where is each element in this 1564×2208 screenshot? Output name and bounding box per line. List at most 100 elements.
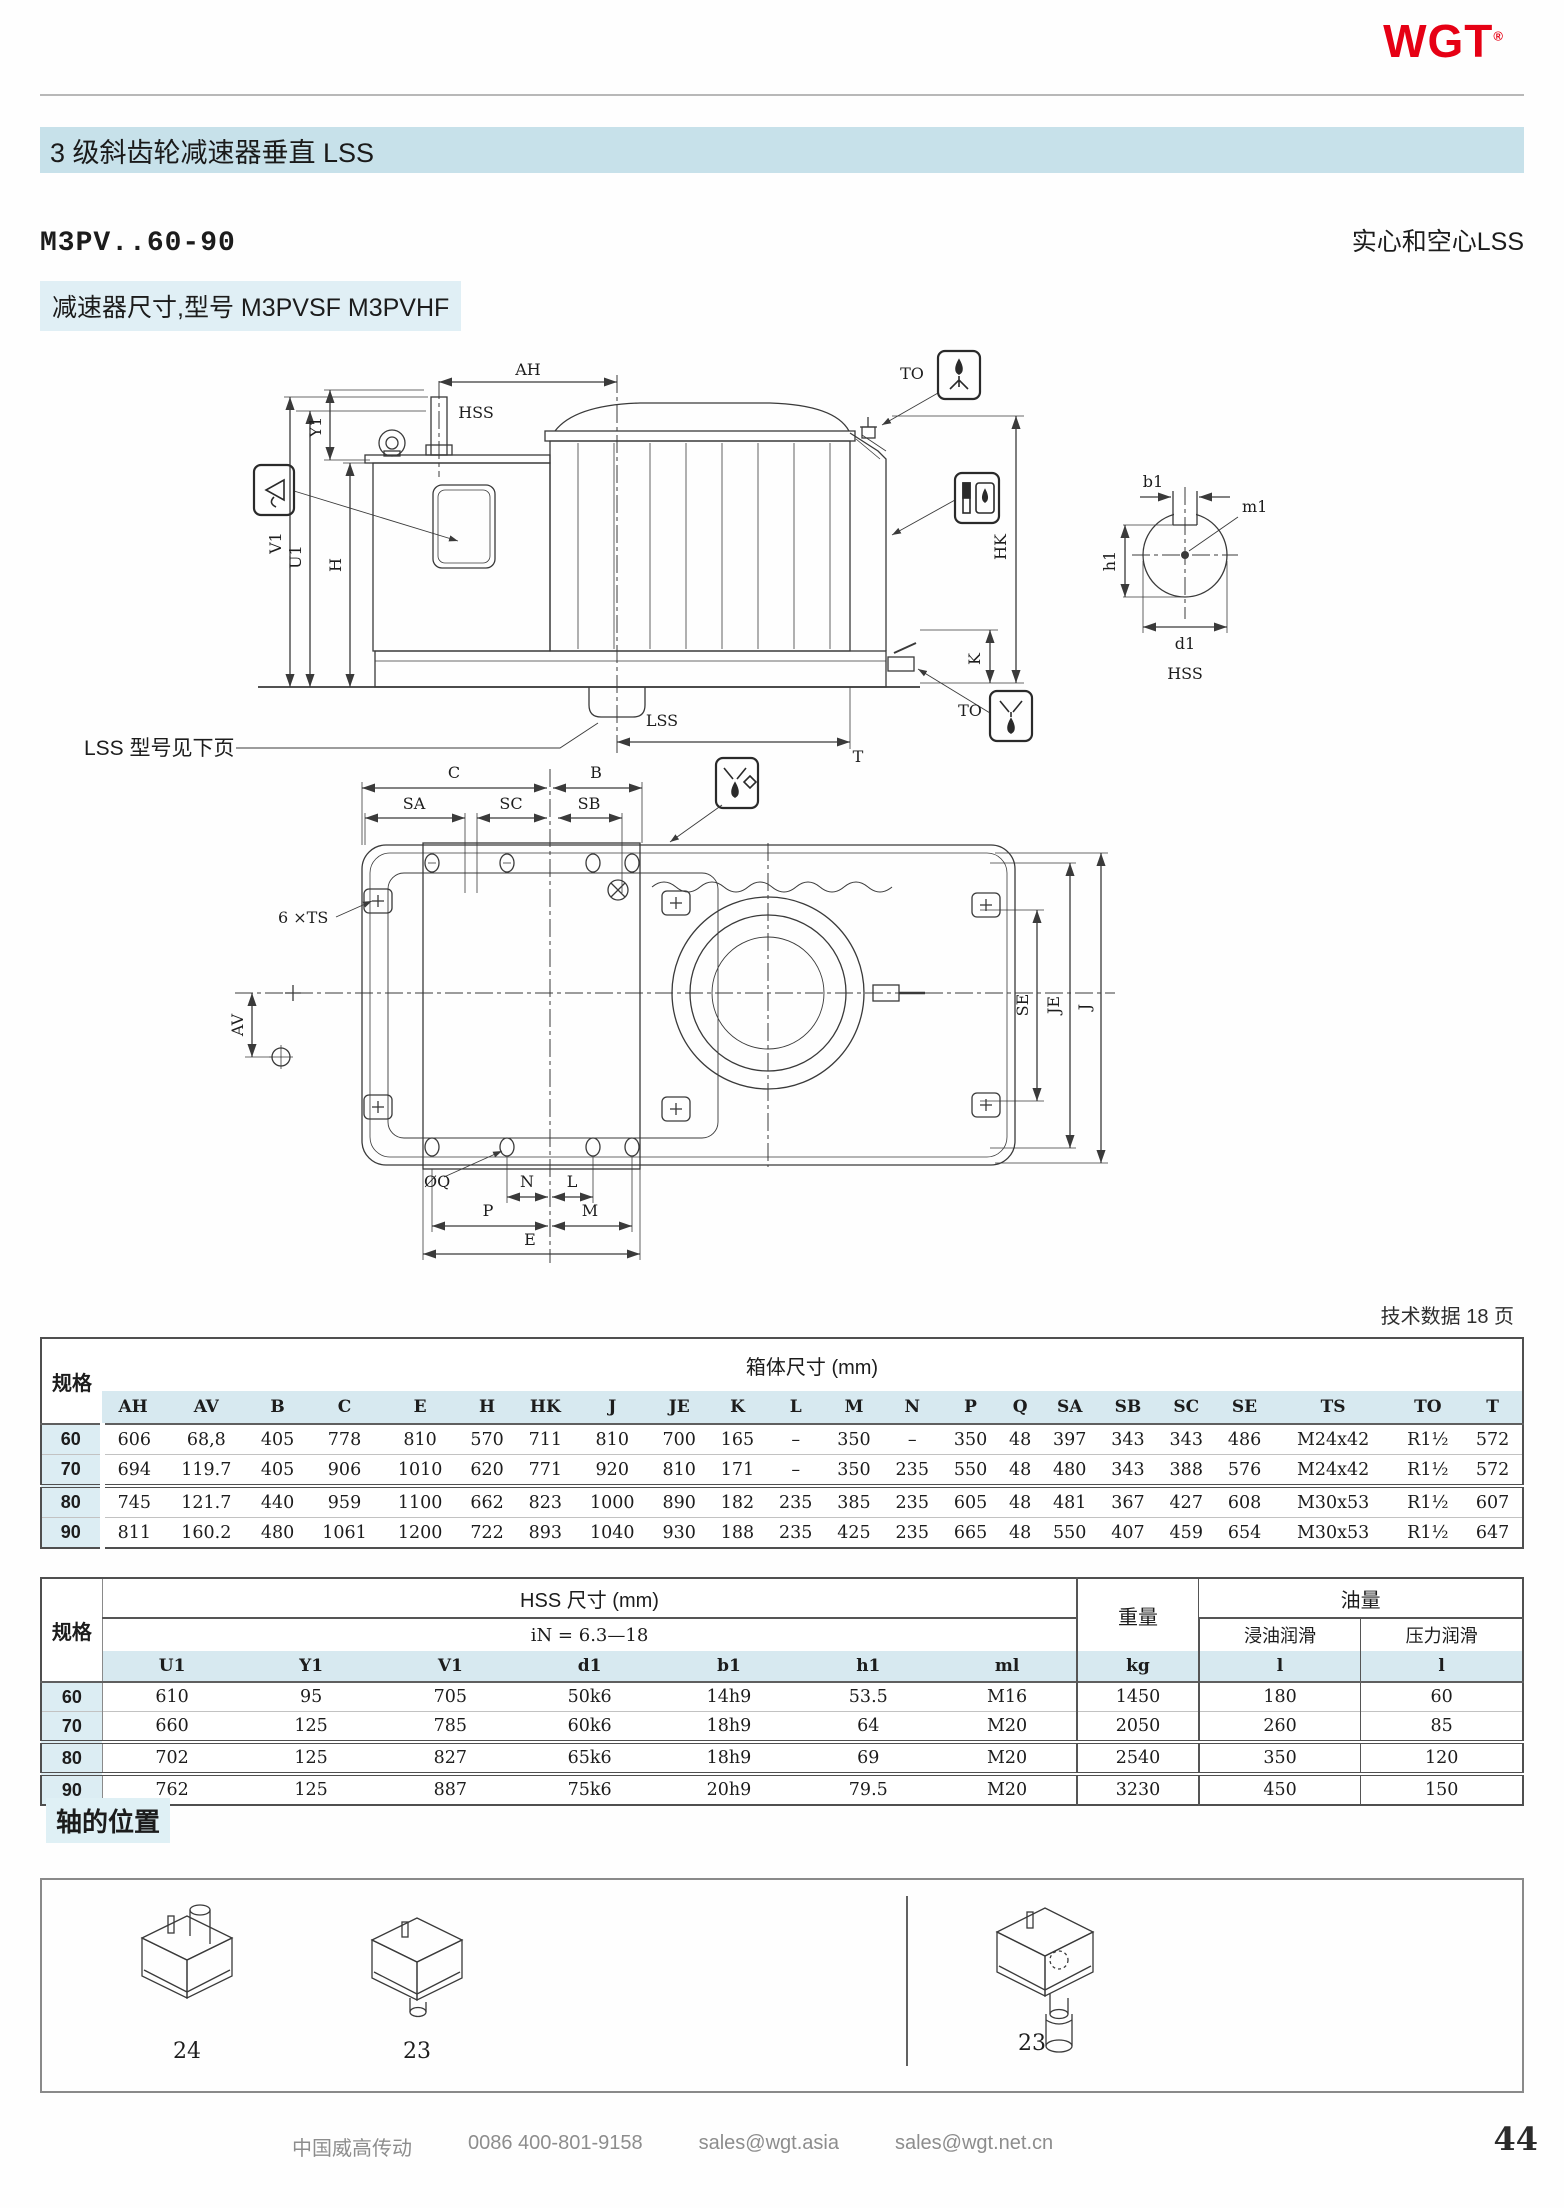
table-cell: K xyxy=(708,1391,767,1424)
table-cell: R1½ xyxy=(1392,1484,1464,1518)
shaft-position-23-hollow-figure xyxy=(995,1907,1095,2053)
page-footer: 中国威高传动 0086 400-801-9158 sales@wgt.asia … xyxy=(292,2132,1053,2161)
table-cell: B xyxy=(248,1391,307,1424)
dim-label-HSS: HSS xyxy=(458,403,494,422)
table-cell: 810 xyxy=(595,1429,629,1450)
table-cell: 121.7 xyxy=(164,1484,249,1518)
dim-label-E: E xyxy=(524,1230,536,1249)
spec-column-header: 规格 xyxy=(41,1578,103,1682)
oil-level-plug-icon xyxy=(953,471,1001,525)
table-cell: 53.5 xyxy=(848,1687,888,1707)
table-cell: 18h9 xyxy=(659,1740,799,1774)
table-cell: 605 xyxy=(941,1484,1000,1518)
table-cell: 260 xyxy=(1197,1711,1361,1742)
footer-email-net[interactable]: sales@wgt.net.cn xyxy=(894,2132,1054,2154)
table-cell: V1 xyxy=(380,1651,520,1682)
spec-cell: 70 xyxy=(41,1711,103,1742)
table-cell: 235 xyxy=(883,1454,942,1486)
dim-label-Q: ØQ xyxy=(424,1172,450,1191)
table-cell: 660 xyxy=(102,1711,242,1742)
model-range: M3PV..60-90 xyxy=(40,228,236,259)
table-cell: 620 xyxy=(457,1454,517,1486)
dim-label-d1: d1 xyxy=(1175,634,1195,653)
hss-group-header: HSS 尺寸 (mm) xyxy=(102,1578,1078,1619)
dim-label-SE: SE xyxy=(1013,994,1032,1017)
dim-label-m1: m1 xyxy=(1242,497,1267,516)
table-cell: 367 xyxy=(1098,1484,1158,1518)
table-cell: 827 xyxy=(380,1740,520,1774)
dim-label-U1: U1 xyxy=(286,545,305,569)
table-cell: 397 xyxy=(1053,1429,1087,1450)
table-cell: ml xyxy=(937,1651,1078,1682)
table-cell: M20 xyxy=(937,1772,1078,1805)
dim-label-B: B xyxy=(590,763,602,782)
section-title: 3 级斜齿轮减速器垂直 LSS xyxy=(50,137,375,168)
shaft-positions-title: 轴的位置 xyxy=(46,1798,171,1843)
shaft-position-24-figure xyxy=(140,1904,234,2000)
table-cell: 235 xyxy=(766,1517,825,1548)
table-cell: 235 xyxy=(883,1484,942,1518)
table-cell: R1½ xyxy=(1392,1517,1464,1548)
table-cell: M24x42 xyxy=(1273,1454,1393,1486)
dim-label-H: H xyxy=(326,558,345,572)
table-cell: 662 xyxy=(457,1484,517,1518)
shaft-position-23-figure xyxy=(370,1917,464,2018)
table-cell: 343 xyxy=(1111,1429,1145,1450)
table-cell: l xyxy=(1360,1651,1523,1682)
table-cell: 654 xyxy=(1215,1517,1274,1548)
table-cell: 180 xyxy=(1197,1682,1361,1712)
table-cell: 50k6 xyxy=(567,1687,612,1707)
hss-dimensions-table-wrap: 规格 HSS 尺寸 (mm) 重量 油量 iN = 6.3—18 浸油润滑 压力… xyxy=(40,1577,1524,1806)
spec-cell: 80 xyxy=(41,1740,103,1774)
table-cell: 722 xyxy=(457,1517,517,1548)
table-cell: 14h9 xyxy=(706,1687,752,1707)
table-cell: 2540 xyxy=(1076,1740,1199,1774)
table-cell: TO xyxy=(1392,1391,1464,1424)
table-cell: 95 xyxy=(299,1687,323,1707)
table-cell: C xyxy=(306,1391,383,1424)
table-cell: 425 xyxy=(824,1517,884,1548)
table-cell: 550 xyxy=(941,1454,1000,1486)
table-cell: M30x53 xyxy=(1273,1484,1393,1518)
footer-phone: 0086 400-801-9158 xyxy=(468,2132,643,2154)
table-cell: 79.5 xyxy=(798,1772,938,1805)
dim-label-JE: JE xyxy=(1044,996,1063,1016)
table-cell: 570 xyxy=(470,1429,504,1450)
table-cell: 405 xyxy=(248,1454,307,1486)
table-cell: 572 xyxy=(1475,1429,1510,1450)
table-cell: l xyxy=(1197,1651,1361,1682)
table-cell: JE xyxy=(650,1391,709,1424)
table-cell: M30x53 xyxy=(1273,1517,1393,1548)
wgt-logo: WGT® xyxy=(1383,14,1504,68)
table-cell: 607 xyxy=(1463,1484,1523,1518)
table-cell: HK xyxy=(516,1391,575,1424)
table-cell: SE xyxy=(1215,1391,1274,1424)
table-cell: 906 xyxy=(306,1454,383,1486)
table-cell: 920 xyxy=(574,1454,651,1486)
table-cell: 665 xyxy=(941,1517,1000,1548)
table-cell: 75k6 xyxy=(519,1772,660,1805)
spec-cell: 70 xyxy=(41,1454,105,1486)
dim-label-SA: SA xyxy=(403,794,426,813)
footer-email-asia[interactable]: sales@wgt.asia xyxy=(698,2132,839,2154)
table-cell: M16 xyxy=(987,1687,1028,1707)
table-cell: L xyxy=(766,1391,825,1424)
table-cell: 610 xyxy=(155,1687,189,1707)
table-cell: AV xyxy=(164,1391,249,1424)
table-cell: 694 xyxy=(102,1454,165,1486)
table-cell: 343 xyxy=(1098,1454,1158,1486)
table-cell: 150 xyxy=(1360,1772,1523,1805)
table-cell: N xyxy=(883,1391,942,1424)
header-divider xyxy=(40,94,1524,96)
weight-header: 重量 xyxy=(1076,1578,1199,1651)
table-cell: SC xyxy=(1157,1391,1216,1424)
oil-immersion-header: 浸油润滑 xyxy=(1197,1618,1361,1651)
table-cell: 160.2 xyxy=(164,1517,249,1548)
table-cell: – xyxy=(791,1429,801,1450)
table-cell: d1 xyxy=(519,1651,660,1682)
